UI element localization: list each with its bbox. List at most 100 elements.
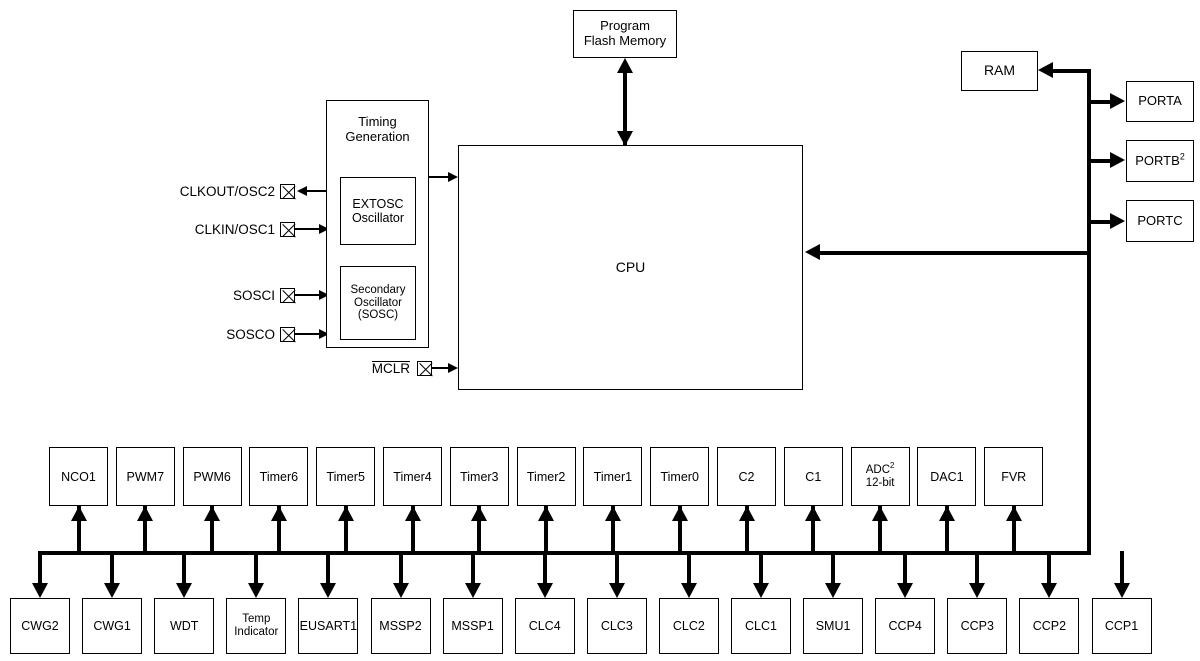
peripheral-bus-stub-down bbox=[686, 551, 691, 589]
bus-to-portc-line bbox=[1089, 220, 1111, 224]
peripheral-block-pwm7: PWM7 bbox=[115, 447, 175, 506]
bus-to-portb-arrow bbox=[1110, 152, 1125, 168]
peripheral-bus-stub-up bbox=[744, 506, 749, 551]
peripheral-bus-stub-down bbox=[542, 551, 547, 589]
peripheral-bus-stub-up bbox=[811, 506, 816, 551]
bus-to-porta-line bbox=[1089, 100, 1111, 104]
peripheral-bus-arrow-up bbox=[938, 506, 955, 521]
peripheral-bus-stub-down bbox=[398, 551, 403, 589]
peripheral-bus-arrow-up bbox=[137, 506, 154, 521]
peripheral-block-mssp2: MSSP2 bbox=[370, 598, 431, 654]
timing-to-cpu-arrow bbox=[448, 172, 458, 182]
peripheral-block-timer3: Timer3 bbox=[449, 447, 509, 506]
peripheral-block-timer4: Timer4 bbox=[383, 447, 442, 506]
peripheral-block-timer1: Timer1 bbox=[583, 447, 643, 506]
peripheral-bus-arrow-up bbox=[270, 506, 287, 521]
pin-clkout-osc2[interactable] bbox=[280, 184, 295, 199]
peripheral-bus-arrow-down bbox=[320, 583, 337, 598]
peripheral-bus-arrow-up bbox=[404, 506, 421, 521]
peripheral-bus-arrow-down bbox=[680, 583, 697, 598]
pin-sosci[interactable] bbox=[280, 288, 295, 303]
peripheral-bus-stub-up bbox=[477, 506, 482, 551]
peripheral-block-timer5: Timer5 bbox=[316, 447, 376, 506]
system-bus-vertical bbox=[1087, 69, 1091, 555]
peripheral-block-ccp2: CCP2 bbox=[1019, 598, 1080, 654]
peripheral-bus-stub-down bbox=[831, 551, 836, 589]
clkout-line bbox=[307, 190, 329, 192]
peripheral-bus-arrow-down bbox=[392, 583, 409, 598]
peripheral-block-clc2: CLC2 bbox=[658, 598, 719, 654]
peripheral-bus-stub-up bbox=[677, 506, 682, 551]
peripheral-bus-arrow-down bbox=[32, 583, 48, 598]
peripheral-label: CLC1 bbox=[745, 619, 777, 633]
sosci-arrow bbox=[319, 290, 329, 300]
peripheral-bus-stub-down bbox=[975, 551, 980, 589]
extosc-oscillator-label: EXTOSC Oscillator bbox=[351, 197, 405, 225]
bus-to-cpu-line bbox=[820, 251, 1089, 255]
sosco-arrow bbox=[319, 329, 329, 339]
peripheral-bus-arrow-down bbox=[104, 583, 121, 598]
portc-block: PORTC bbox=[1126, 200, 1194, 242]
peripheral-block-clc3: CLC3 bbox=[586, 598, 647, 654]
peripheral-bus-horizontal bbox=[40, 551, 1089, 555]
mclr-line bbox=[432, 367, 452, 369]
peripheral-label: Timer0 bbox=[660, 469, 699, 484]
peripheral-bus-arrow-up bbox=[872, 506, 889, 521]
peripheral-label: CWG2 bbox=[21, 619, 59, 633]
pin-clkin-osc1[interactable] bbox=[280, 222, 295, 237]
peripheral-block-cwg2: CWG2 bbox=[10, 598, 70, 654]
mclr-arrow bbox=[448, 363, 458, 373]
peripheral-bus-stub-down bbox=[182, 551, 187, 589]
peripheral-bus-arrow-up bbox=[671, 506, 688, 521]
pin-sosco[interactable] bbox=[280, 327, 295, 342]
clkout-arrow bbox=[297, 186, 307, 196]
pin-label-clkout-osc2: CLKOUT/OSC2 bbox=[179, 184, 275, 199]
peripheral-bus-arrow-down bbox=[825, 583, 842, 598]
peripheral-bus-stub-down bbox=[326, 551, 331, 589]
peripheral-block-nco1: NCO1 bbox=[49, 447, 108, 506]
peripheral-block-c2: C2 bbox=[717, 447, 776, 506]
timing-to-cpu-line bbox=[429, 176, 451, 178]
peripheral-bus-stub-down bbox=[903, 551, 908, 589]
peripheral-bus-arrow-down bbox=[897, 583, 914, 598]
peripheral-label: Timer1 bbox=[593, 469, 633, 484]
peripheral-label: C1 bbox=[805, 469, 822, 484]
peripheral-bus-stub-down bbox=[254, 551, 259, 589]
peripheral-bus-stub-down bbox=[614, 551, 619, 589]
peripheral-block-ccp1: CCP1 bbox=[1091, 598, 1152, 654]
peripheral-label: DAC1 bbox=[930, 469, 964, 484]
peripheral-block-dac1: DAC1 bbox=[917, 447, 977, 506]
peripheral-label: Timer5 bbox=[326, 469, 365, 484]
peripheral-bus-stub-down bbox=[38, 551, 42, 589]
peripheral-bus-stub-up bbox=[76, 506, 81, 551]
sosci-line bbox=[295, 294, 320, 296]
sosco-line bbox=[295, 333, 320, 335]
peripheral-bus-stub-up bbox=[544, 506, 549, 551]
clkin-arrow bbox=[319, 224, 329, 234]
peripheral-label: C2 bbox=[738, 469, 755, 484]
peripheral-label: Temp Indicator bbox=[234, 613, 279, 638]
cpu-label: CPU bbox=[615, 258, 646, 275]
peripheral-block-ccp4: CCP4 bbox=[875, 598, 936, 654]
peripheral-block-smu1: SMU1 bbox=[803, 598, 864, 654]
pin-mclr[interactable] bbox=[417, 361, 432, 376]
peripheral-label: Timer3 bbox=[460, 469, 499, 484]
peripheral-label: CLC4 bbox=[528, 619, 561, 633]
peripheral-bus-arrow-up bbox=[604, 506, 621, 521]
peripheral-label: CLC3 bbox=[600, 619, 633, 633]
timing-generation-label: Timing Generation bbox=[345, 114, 410, 144]
porta-block: PORTA bbox=[1126, 81, 1194, 122]
peripheral-bus-arrow-down bbox=[1041, 583, 1058, 598]
peripheral-label: MSSP2 bbox=[379, 619, 422, 633]
peripheral-label: CCP2 bbox=[1032, 619, 1067, 633]
bus-to-portb-line bbox=[1089, 159, 1111, 163]
peripheral-bus-stub-up bbox=[410, 506, 415, 551]
peripheral-bus-arrow-down bbox=[176, 583, 193, 598]
peripheral-bus-arrow-up bbox=[337, 506, 354, 521]
peripheral-label: EUSART1 bbox=[299, 619, 358, 633]
secondary-oscillator-block: Secondary Oscillator (SOSC) bbox=[340, 266, 416, 340]
peripheral-label: NCO1 bbox=[61, 469, 96, 484]
